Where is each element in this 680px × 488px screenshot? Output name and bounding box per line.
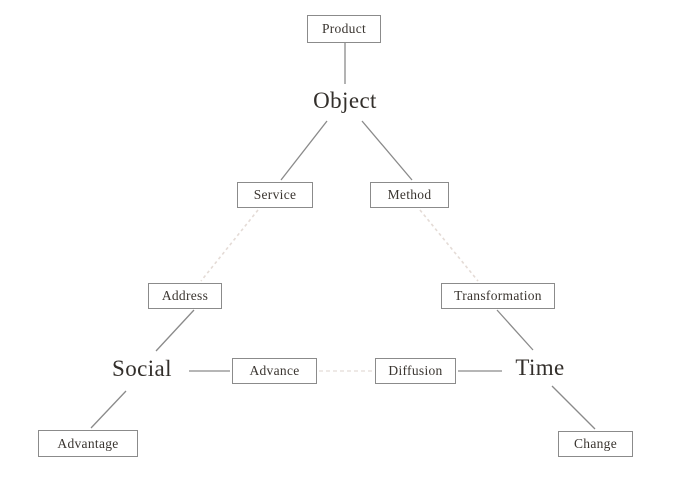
- edge-object-service: [280, 120, 328, 181]
- edge-object-method: [361, 120, 413, 181]
- node-service: Service: [237, 182, 313, 208]
- edge-service-address: [200, 209, 259, 282]
- edge-method-transformation: [419, 209, 479, 282]
- edge-address-social: [155, 309, 195, 352]
- node-advantage: Advantage: [38, 430, 138, 457]
- edge-transformation-time: [496, 309, 534, 351]
- node-diffusion: Diffusion: [375, 358, 456, 384]
- node-change: Change: [558, 431, 633, 457]
- vertex-label-time: Time: [515, 355, 565, 380]
- edge-time-change: [551, 385, 596, 430]
- node-advance: Advance: [232, 358, 317, 384]
- edge-social-advantage: [90, 390, 127, 429]
- vertex-label-object: Object: [313, 88, 377, 113]
- node-address: Address: [148, 283, 222, 309]
- node-transformation: Transformation: [441, 283, 555, 309]
- node-product: Product: [307, 15, 381, 43]
- vertex-label-social: Social: [112, 356, 172, 381]
- node-method: Method: [370, 182, 449, 208]
